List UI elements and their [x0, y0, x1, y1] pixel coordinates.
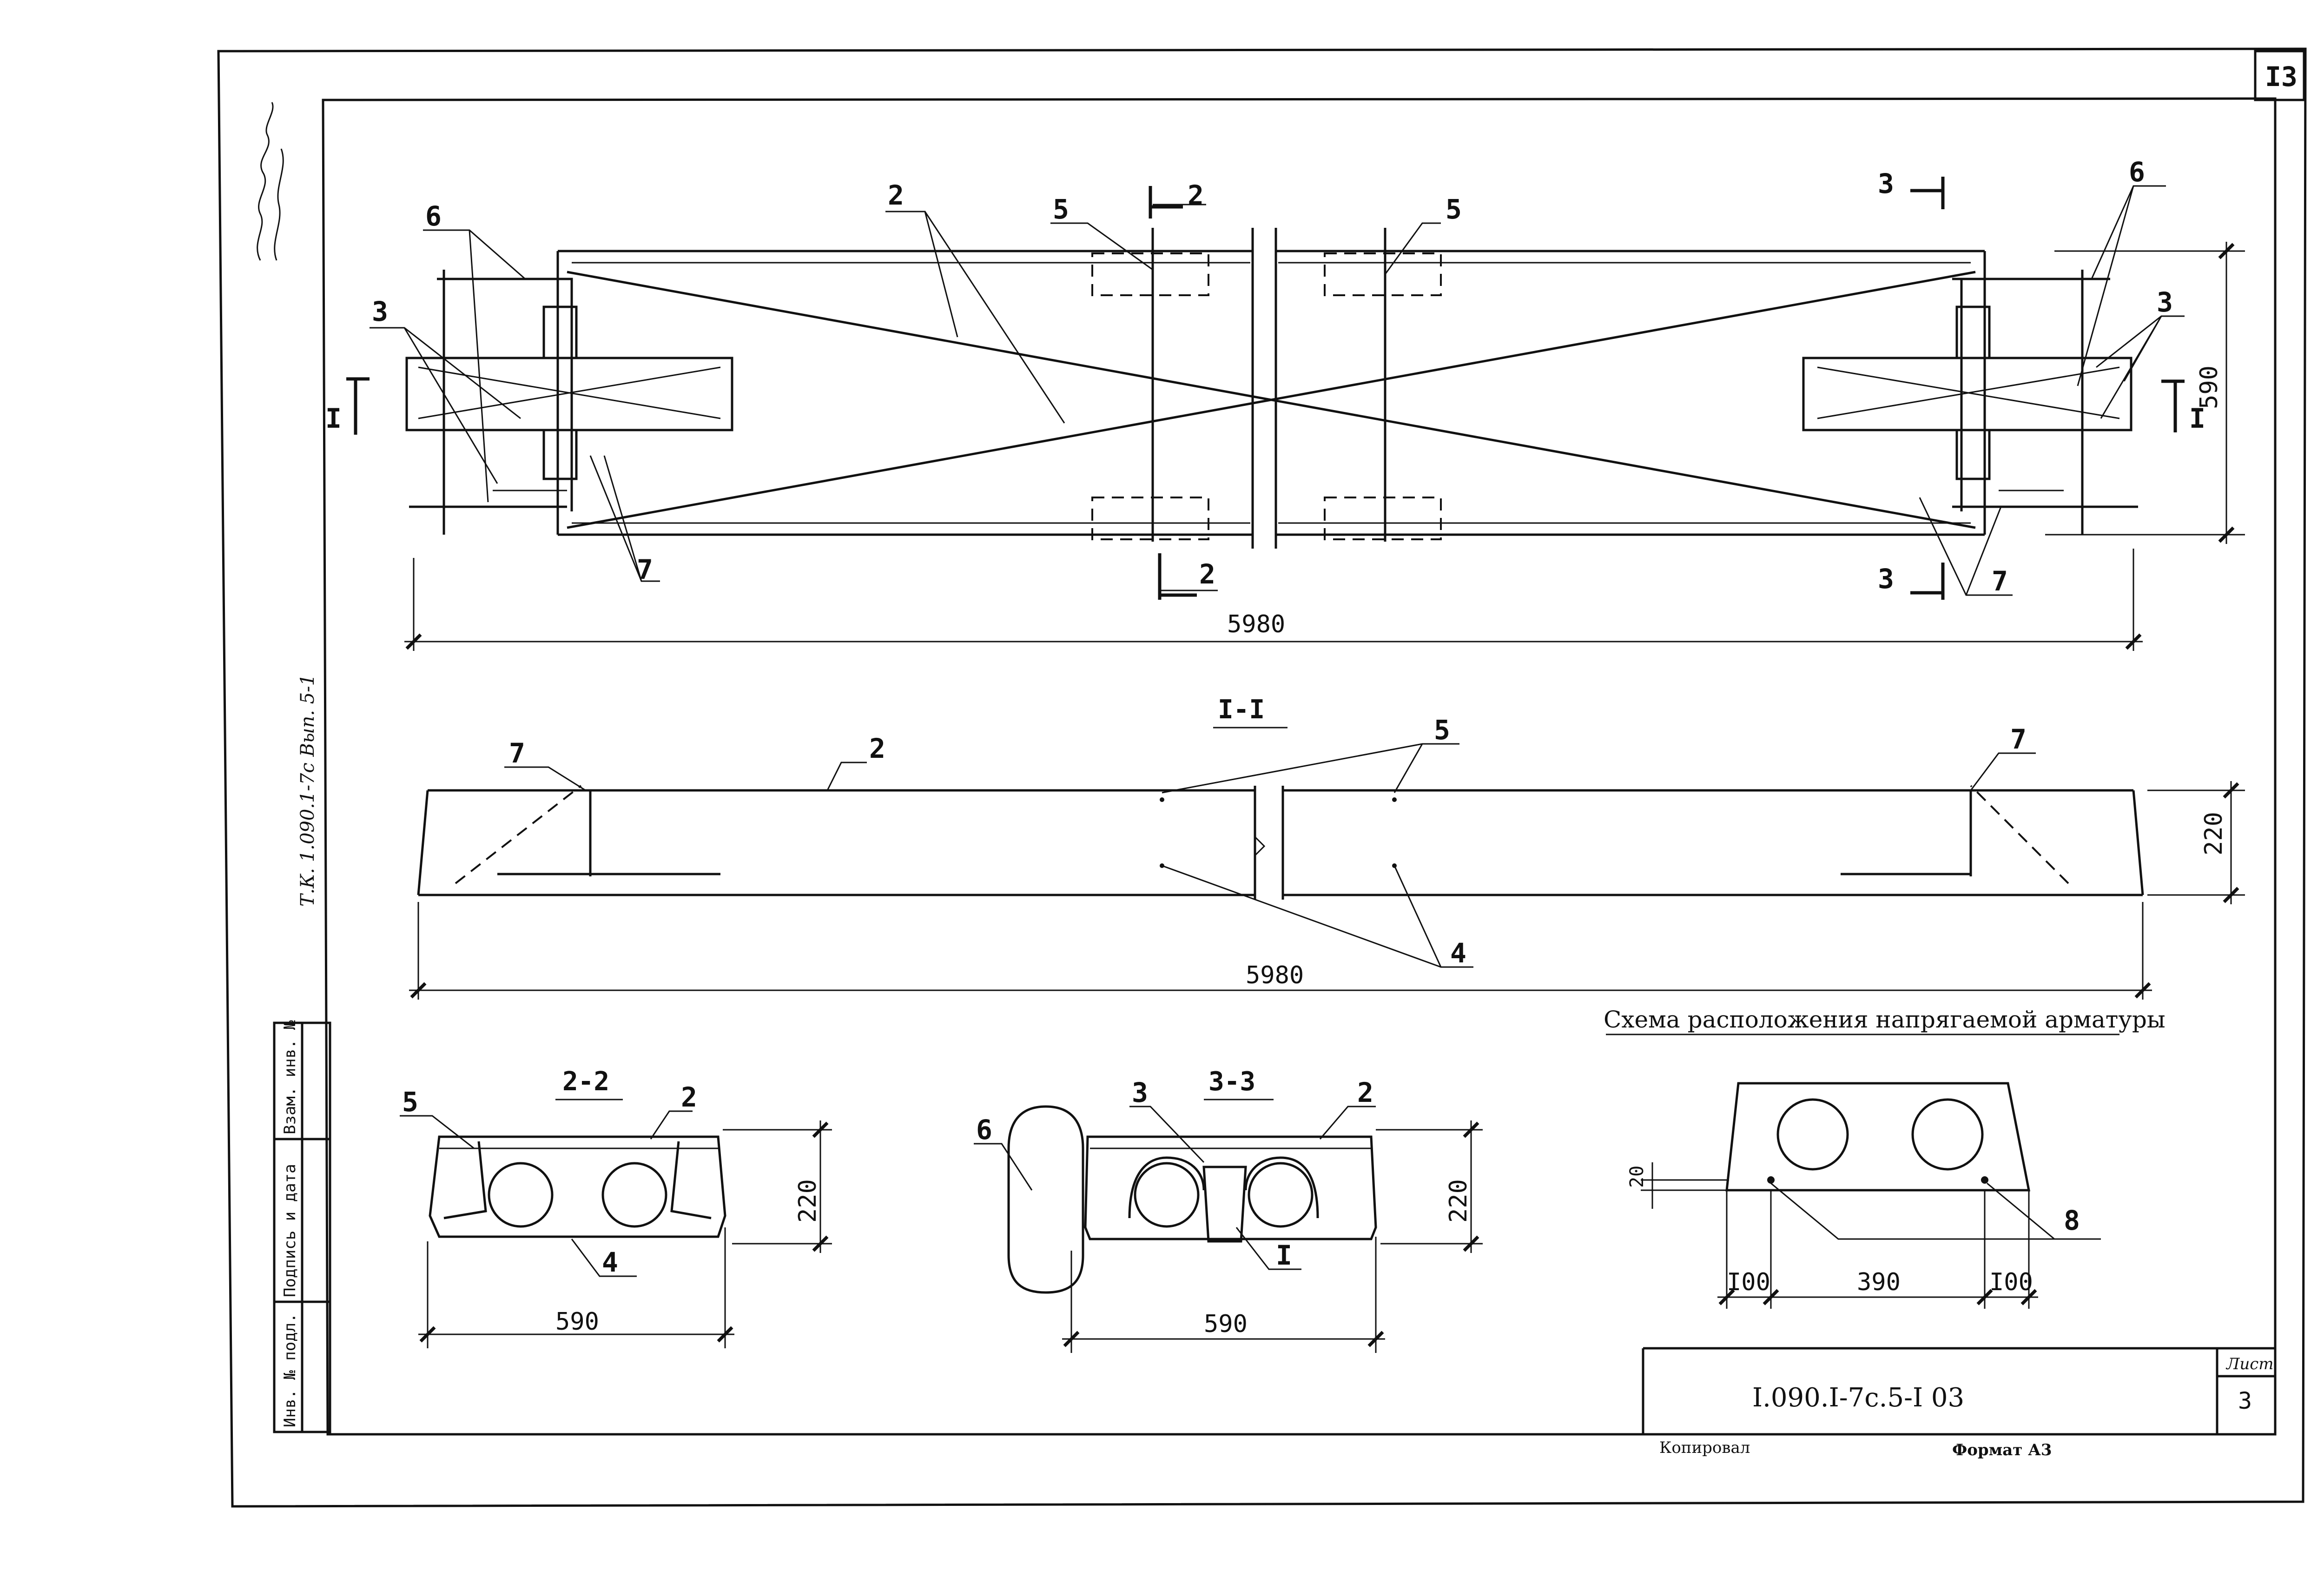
section-3-3-callout-3: 3 [1132, 1077, 1148, 1108]
section-I-I-height-dim: 220 [2200, 812, 2228, 855]
callout-6-right: 6 [2129, 156, 2145, 188]
section-2-2-title: 2-2 [562, 1067, 609, 1097]
section-2-2-width-dim: 590 [555, 1308, 599, 1336]
section-I-I-callout-2: 2 [869, 733, 885, 764]
section-2-bottom: 2 [1199, 558, 1215, 590]
section-3-bottom: 3 [1878, 563, 1894, 595]
tendon-cover-dim: 20 [1626, 1166, 1648, 1188]
series-title: Т.К. 1.090.1-7с Вып. 5-1 [297, 674, 318, 907]
callout-2-top: 2 [888, 179, 904, 211]
section-2-2: 2-2 5 2 4 590 220 [400, 1067, 832, 1348]
copied-label: Копировал [1659, 1438, 1750, 1457]
side-strip: Т.К. 1.090.1-7с Вып. 5-1 Инв. № подл. По… [257, 102, 331, 1433]
field-inv-no: Инв. № подл. [281, 1313, 299, 1427]
field-replaced-inv: Взам. инв. № [281, 1020, 299, 1134]
callout-5-left: 5 [1053, 193, 1069, 225]
callout-6-left: 6 [425, 200, 442, 232]
handwritten-signature [257, 102, 284, 261]
plan-view: 2 5 2 5 3 6 6 3 3 I 3 7 2 3 7 I [325, 156, 2245, 651]
section-I-I-callout-7-right: 7 [2010, 723, 2027, 755]
section-3-3-callout-6: 6 [976, 1114, 992, 1146]
corner-number: I3 [2265, 61, 2298, 93]
tendon-dim-left: I00 [1727, 1268, 1770, 1296]
section-I-I-callout-5: 5 [1434, 714, 1450, 746]
section-2-top: 2 [1188, 179, 1204, 211]
section-I-I-callout-7-left: 7 [509, 737, 525, 769]
corner-number-box: I3 [2254, 50, 2305, 101]
section-2-2-height-dim: 220 [794, 1179, 822, 1223]
callout-5-right: 5 [1446, 193, 1462, 225]
outer-frame [217, 47, 2307, 1508]
section-I-left: I [325, 403, 342, 434]
section-3-3: 3-3 6 3 2 I 590 220 [974, 1067, 1483, 1353]
tendon-scheme-callout-8: 8 [2064, 1205, 2080, 1236]
callout-7-right: 7 [1992, 565, 2008, 597]
section-I-I: I-I 7 2 5 7 4 5980 220 [409, 695, 2245, 1000]
section-I-I-callout-4: 4 [1450, 937, 1466, 969]
section-3-3-title: 3-3 [1208, 1067, 1255, 1097]
section-2-2-callout-4: 4 [602, 1246, 618, 1278]
tendon-scheme-title: Схема расположения напрягаемой арматуры [1604, 1006, 2166, 1033]
section-3-3-height-dim: 220 [1445, 1179, 1472, 1223]
callout-7-left: 7 [637, 554, 653, 585]
drawing-code: I.090.I-7с.5-I 03 [1752, 1383, 1964, 1413]
tendon-scheme: Схема расположения напрягаемой арматуры … [1604, 1006, 2166, 1309]
tendon-dim-middle: 390 [1857, 1268, 1901, 1296]
sheet-label: Лист [2225, 1355, 2274, 1373]
section-3-3-callout-I: I [1276, 1239, 1292, 1271]
title-block: I.090.I-7с.5-I 03 Лист 3 Копировал Форма… [1642, 1347, 2275, 1459]
inner-frame [322, 97, 2277, 1436]
section-2-2-callout-2: 2 [681, 1081, 697, 1113]
plan-width-dim: 590 [2195, 365, 2223, 409]
section-3-3-callout-2: 2 [1357, 1077, 1373, 1108]
section-I-I-title: I-I [1218, 695, 1265, 725]
section-3-3-width-dim: 590 [1204, 1310, 1248, 1338]
stamp-fields: Инв. № подл. Подпись и дата Взам. инв. № [273, 1020, 331, 1433]
section-I-right: I [2189, 403, 2205, 434]
callout-3-right: 3 [2157, 286, 2173, 318]
sheet-number: 3 [2238, 1387, 2252, 1414]
section-3-top: 3 [1878, 168, 1894, 199]
callout-3-left: 3 [372, 296, 388, 327]
field-signature-date: Подпись и дата [281, 1164, 299, 1297]
tendon-dim-right: I00 [1989, 1268, 2033, 1296]
section-I-I-length-dim: 5980 [1246, 961, 1304, 989]
format-label: Формат А3 [1952, 1441, 2052, 1459]
section-2-2-callout-5: 5 [402, 1086, 418, 1118]
plan-length-dim: 5980 [1227, 610, 1285, 638]
